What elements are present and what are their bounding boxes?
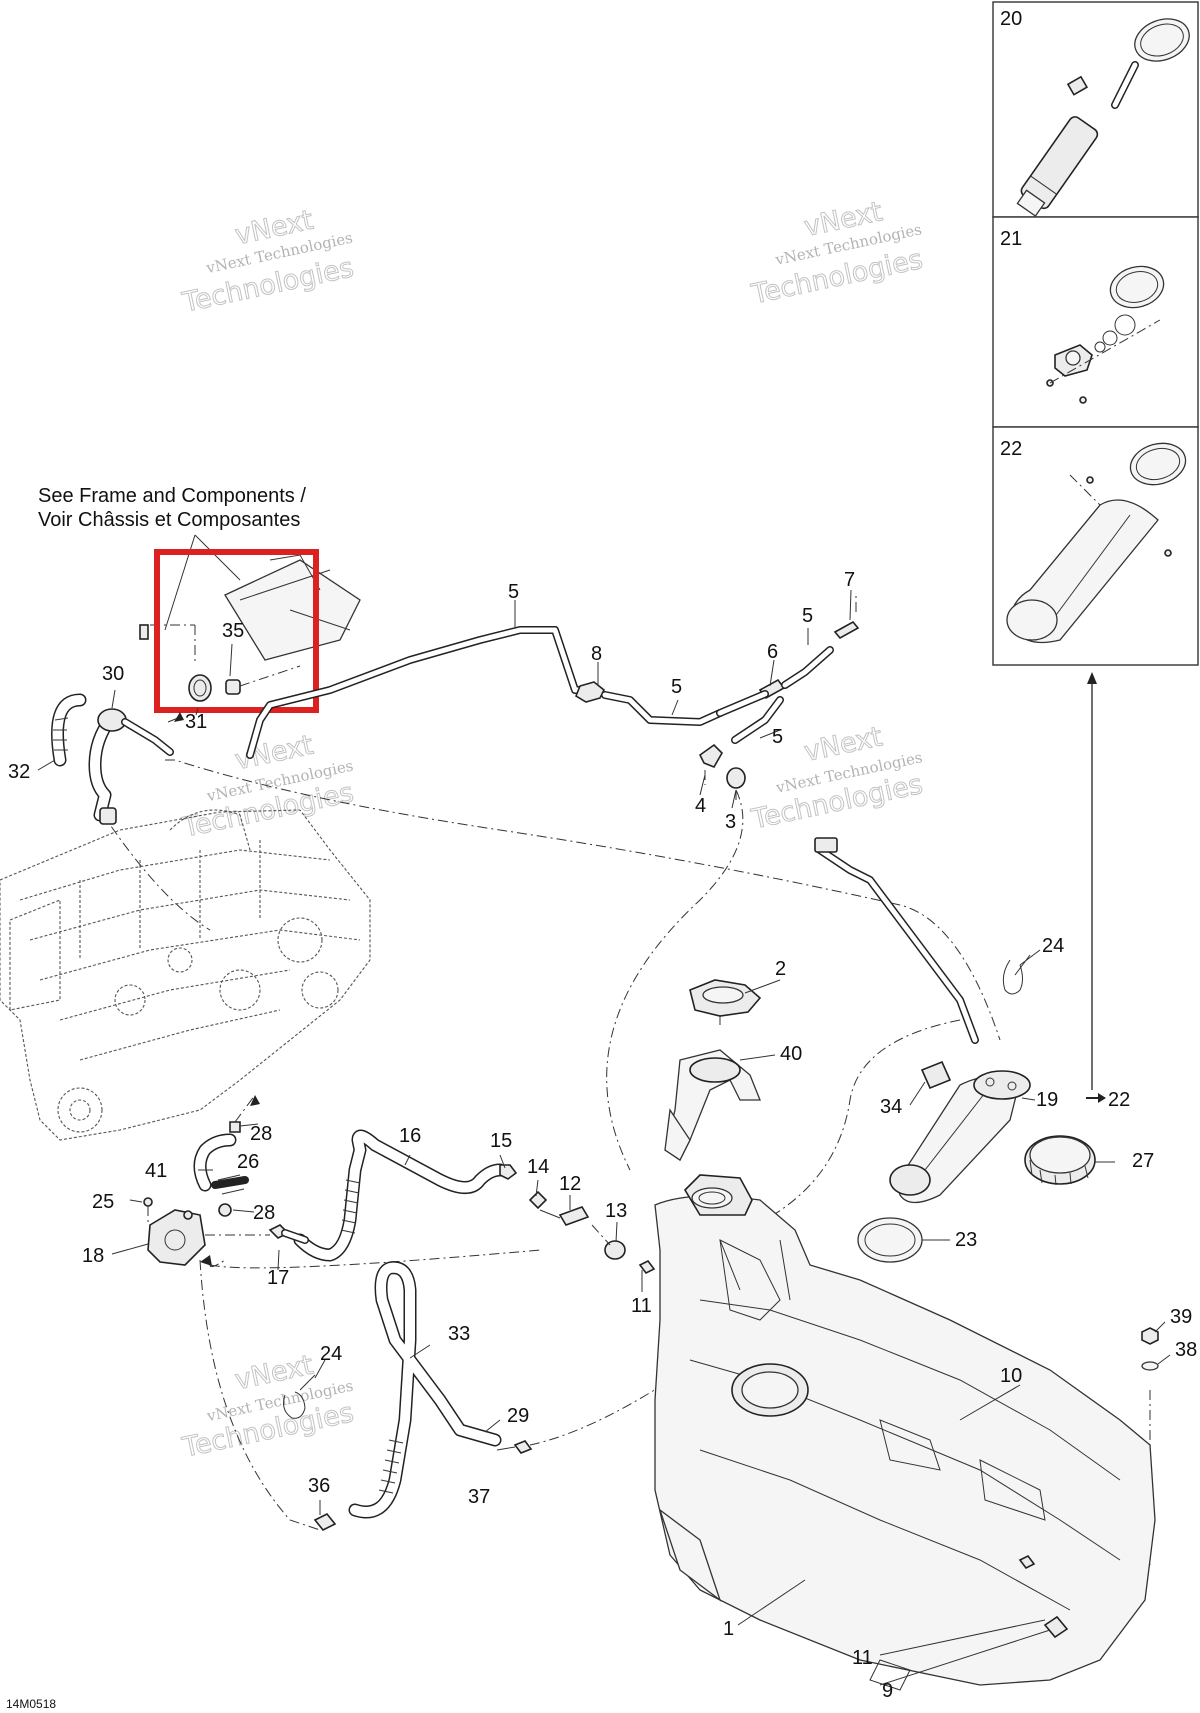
callout-36: 36 [308,1475,330,1497]
misc-small-parts [283,1327,1159,1419]
callout-5d: 5 [772,726,783,748]
callout-14: 14 [527,1156,549,1178]
callout-40: 40 [780,1043,802,1065]
callout-19: 19 [1036,1089,1058,1111]
callout-28a: 28 [250,1123,272,1145]
watermark-top-left: vNext Technologies Technologies vNext [179,204,357,319]
tank-strap-40 [664,1049,761,1161]
callout-5a: 5 [508,581,519,603]
callout-12: 12 [559,1173,581,1195]
fuel-cap-2 [689,979,762,1025]
frame-note: See Frame and Components / Voir Châssis … [38,485,306,631]
callout-29: 29 [507,1405,529,1427]
throttle-hose-assembly [51,693,174,825]
clamp-36 [313,1512,337,1532]
highlight-box [154,549,319,713]
elbow-4 [698,743,723,769]
fitting-8 [575,681,606,703]
callout-13: 13 [605,1200,627,1222]
callout-7: 7 [844,569,855,591]
callout-11b: 11 [852,1647,873,1669]
detail-panel [992,1,1199,666]
callout-6: 6 [767,641,778,663]
note-line-1: See Frame and Components / [38,485,306,507]
callout-28b: 28 [253,1202,275,1224]
watermark-mid-left: vNext Technologies Technologies vNext [179,729,357,844]
callout-34: 34 [880,1096,902,1118]
fuel-pump-module-19 [814,837,1096,1263]
engine-outline [0,809,371,1141]
cap-3 [726,767,746,789]
gasket-23 [857,1217,923,1263]
fuel-pump-kit-drawing [1016,18,1190,217]
filter-housing-18 [147,1209,206,1266]
detail-reference-arrow [1086,672,1106,1103]
fuel-filter-assembly [143,1094,270,1266]
callout-33: 33 [448,1323,470,1345]
figure-code: 14M0518 [6,1697,56,1711]
fuel-tank [654,1174,1156,1691]
callout-38: 38 [1175,1339,1197,1361]
frame-bracket-drawing [139,554,361,702]
callout-24b: 24 [320,1343,342,1365]
callout-9: 9 [882,1680,893,1702]
washer-38 [1141,1361,1159,1371]
clamp-14 [528,1190,548,1210]
o-ring-kit-drawing [1046,265,1165,404]
pump-reservoir-drawing [1006,442,1187,644]
callout-20: 20 [1000,8,1022,30]
fuel-supply-hose [268,1129,656,1275]
callout-25: 25 [92,1191,114,1213]
vent-line-assembly [246,595,860,800]
callout-22-box: 22 [1000,438,1022,460]
connector-12 [558,1206,590,1226]
direction-arrows [167,712,260,1266]
callout-1: 1 [723,1618,734,1640]
callout-22-ref: 22 [1108,1089,1130,1111]
callout-30: 30 [102,663,124,685]
callout-2: 2 [775,958,786,980]
clamp-37 [513,1440,533,1454]
callout-21: 21 [1000,228,1022,250]
callout-17: 17 [267,1267,289,1289]
callout-24a: 24 [1042,935,1064,957]
leader-lines [37,589,1171,1686]
callout-31: 31 [185,711,207,733]
callout-4: 4 [695,795,706,817]
note-line-2: Voir Châssis et Composantes [38,509,300,531]
callout-18: 18 [82,1245,104,1267]
callout-10: 10 [1000,1365,1022,1387]
callout-41: 41 [145,1160,167,1182]
callout-16: 16 [399,1125,421,1147]
callout-15: 15 [490,1130,512,1152]
callout-11a: 11 [631,1295,652,1317]
nut-39 [1141,1327,1159,1345]
callout-39: 39 [1170,1306,1192,1328]
callout-23: 23 [955,1229,977,1251]
connector-34 [920,1060,952,1090]
callout-26: 26 [237,1151,259,1173]
callout-5b: 5 [671,676,682,698]
vent-hose-33 [313,1261,533,1532]
callout-32: 32 [8,761,30,783]
callout-5c: 5 [802,605,813,627]
callout-27: 27 [1132,1150,1154,1172]
check-valve-7 [833,620,860,640]
watermark-mid-right: vNext Technologies Technologies vNext [748,721,926,836]
watermark-top-right: vNext Technologies Technologies vNext [748,196,926,311]
callout-labels: 20 21 22 35 31 30 32 5 8 5 6 5 7 5 4 3 2… [6,8,1197,1711]
callout-37: 37 [468,1486,490,1508]
fitting-13 [604,1240,626,1260]
callout-3: 3 [725,811,736,833]
callout-8: 8 [591,643,602,665]
callout-35: 35 [222,620,244,642]
detail-box-21 [992,216,1199,428]
